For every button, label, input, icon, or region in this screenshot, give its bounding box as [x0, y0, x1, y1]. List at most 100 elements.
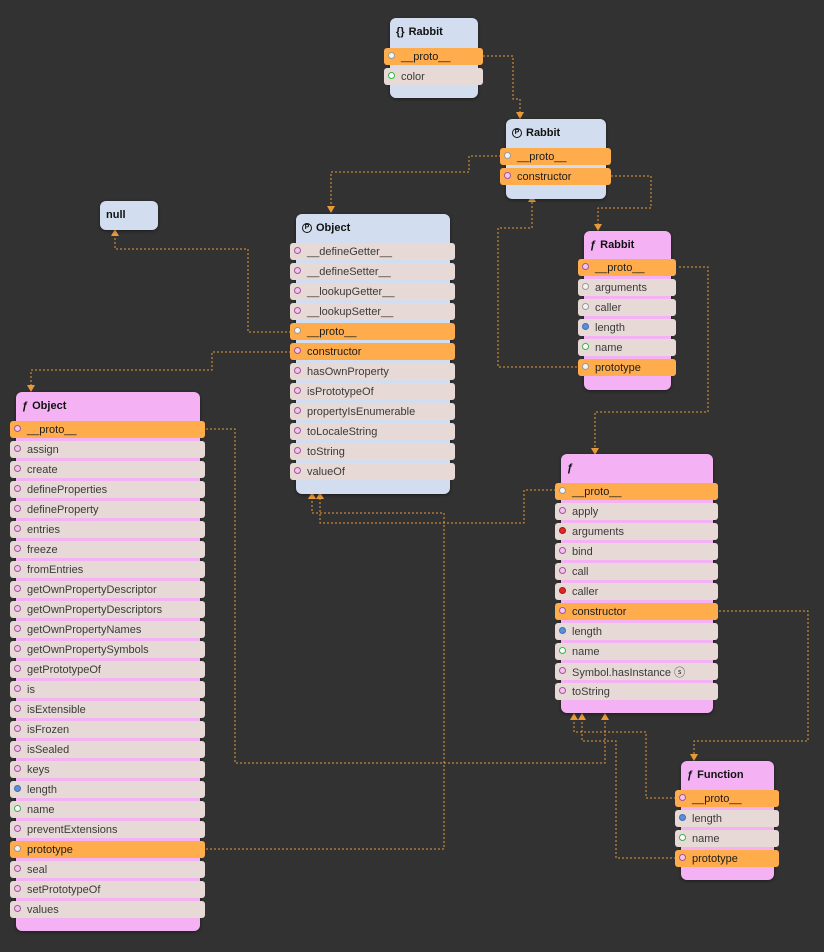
property-row[interactable]: propertyIsEnumerable: [290, 403, 455, 420]
node-object-prototype[interactable]: P Object __defineGetter__ __defineSetter…: [290, 214, 455, 494]
property-row[interactable]: __defineSetter__: [290, 263, 455, 280]
property-label: prototype: [27, 843, 73, 856]
property-row[interactable]: __defineGetter__: [290, 243, 455, 260]
property-row[interactable]: defineProperties: [10, 481, 205, 498]
function-port-icon: [294, 287, 301, 294]
property-row-proto[interactable]: __proto__: [675, 790, 779, 807]
property-row-prototype[interactable]: prototype: [675, 850, 779, 867]
node-title: P Object: [296, 214, 450, 242]
property-row[interactable]: length: [578, 319, 676, 336]
function-port-icon: [559, 567, 566, 574]
property-row[interactable]: arguments: [555, 523, 718, 540]
property-row[interactable]: __lookupSetter__: [290, 303, 455, 320]
node-object-function[interactable]: ƒ Object __proto__ assign create defineP…: [10, 392, 205, 931]
arrowhead-object-prototype: [327, 206, 335, 213]
object-port-icon: [14, 845, 21, 852]
property-row[interactable]: values: [10, 901, 205, 918]
property-row[interactable]: toString: [290, 443, 455, 460]
property-row[interactable]: entries: [10, 521, 205, 538]
property-row[interactable]: toString: [555, 683, 718, 700]
property-row-prototype[interactable]: prototype: [10, 841, 205, 858]
property-label: __defineGetter__: [307, 245, 393, 258]
function-port-icon: [14, 425, 21, 432]
node-function-function[interactable]: ƒ Function __proto__ length name prototy…: [675, 761, 779, 880]
property-row[interactable]: length: [675, 810, 779, 827]
function-port-icon: [559, 507, 566, 514]
property-row[interactable]: getOwnPropertyDescriptors: [10, 601, 205, 618]
property-label: length: [692, 812, 722, 825]
number-port-icon: [559, 627, 566, 634]
property-row-proto[interactable]: __proto__: [10, 421, 205, 438]
property-row[interactable]: Symbol.hasInstance ⓢ: [555, 663, 718, 680]
arrowhead-function-prototype-bottom-1: [601, 713, 609, 720]
node-null[interactable]: null: [100, 201, 158, 230]
property-row[interactable]: setPrototypeOf: [10, 881, 205, 898]
property-row[interactable]: assign: [10, 441, 205, 458]
property-row[interactable]: preventExtensions: [10, 821, 205, 838]
property-row-constructor[interactable]: constructor: [555, 603, 718, 620]
property-row[interactable]: getOwnPropertyNames: [10, 621, 205, 638]
function-port-icon: [582, 263, 589, 270]
node-function-prototype[interactable]: ƒ __proto__ apply arguments bind call ca…: [555, 454, 718, 713]
function-port-icon: [14, 625, 21, 632]
object-port-icon: [582, 283, 589, 290]
property-row[interactable]: getOwnPropertyDescriptor: [10, 581, 205, 598]
function-port-icon: [14, 825, 21, 832]
property-row-constructor[interactable]: constructor: [500, 168, 611, 185]
property-row[interactable]: name: [10, 801, 205, 818]
property-row[interactable]: defineProperty: [10, 501, 205, 518]
property-row[interactable]: name: [675, 830, 779, 847]
property-row[interactable]: length: [555, 623, 718, 640]
property-label: length: [572, 625, 602, 638]
property-row[interactable]: arguments: [578, 279, 676, 296]
function-port-icon: [14, 665, 21, 672]
property-row[interactable]: isFrozen: [10, 721, 205, 738]
property-label: defineProperty: [27, 503, 99, 516]
property-label: toString: [307, 445, 345, 458]
property-row[interactable]: name: [578, 339, 676, 356]
property-row[interactable]: bind: [555, 543, 718, 560]
property-row[interactable]: length: [10, 781, 205, 798]
property-row[interactable]: toLocaleString: [290, 423, 455, 440]
property-row[interactable]: hasOwnProperty: [290, 363, 455, 380]
property-row[interactable]: isPrototypeOf: [290, 383, 455, 400]
property-row[interactable]: getPrototypeOf: [10, 661, 205, 678]
property-row[interactable]: seal: [10, 861, 205, 878]
node-rabbit-function[interactable]: ƒ Rabbit __proto__ arguments caller leng…: [578, 231, 676, 390]
node-rabbit-prototype[interactable]: P Rabbit __proto__ constructor: [500, 119, 611, 199]
property-row-proto[interactable]: __proto__: [500, 148, 611, 165]
property-row[interactable]: keys: [10, 761, 205, 778]
property-row[interactable]: valueOf: [290, 463, 455, 480]
node-rabbit-instance[interactable]: {} Rabbit __proto__ color: [384, 18, 483, 98]
property-row-proto[interactable]: __proto__: [290, 323, 455, 340]
property-label: call: [572, 565, 589, 578]
property-row[interactable]: fromEntries: [10, 561, 205, 578]
property-row-constructor[interactable]: constructor: [290, 343, 455, 360]
property-row[interactable]: apply: [555, 503, 718, 520]
arrowhead-function-prototype-bottom-3: [578, 713, 586, 720]
property-row[interactable]: caller: [555, 583, 718, 600]
property-row[interactable]: __lookupGetter__: [290, 283, 455, 300]
property-label: length: [27, 783, 57, 796]
property-label: __proto__: [517, 150, 567, 163]
property-row[interactable]: isSealed: [10, 741, 205, 758]
property-label: getOwnPropertySymbols: [27, 643, 149, 656]
property-row[interactable]: freeze: [10, 541, 205, 558]
property-row[interactable]: caller: [578, 299, 676, 316]
property-row[interactable]: isExtensible: [10, 701, 205, 718]
function-port-icon: [14, 505, 21, 512]
node-title: {} Rabbit: [390, 18, 478, 46]
property-row-color[interactable]: color: [384, 68, 483, 85]
property-row[interactable]: is: [10, 681, 205, 698]
property-row[interactable]: name: [555, 643, 718, 660]
property-row-proto[interactable]: __proto__: [555, 483, 718, 500]
property-row-proto[interactable]: __proto__: [578, 259, 676, 276]
property-row-proto[interactable]: __proto__: [384, 48, 483, 65]
property-row[interactable]: call: [555, 563, 718, 580]
property-row[interactable]: create: [10, 461, 205, 478]
property-row-prototype[interactable]: prototype: [578, 359, 676, 376]
arrowhead-function-prototype-top: [591, 448, 599, 455]
number-port-icon: [679, 814, 686, 821]
property-row[interactable]: getOwnPropertySymbols: [10, 641, 205, 658]
